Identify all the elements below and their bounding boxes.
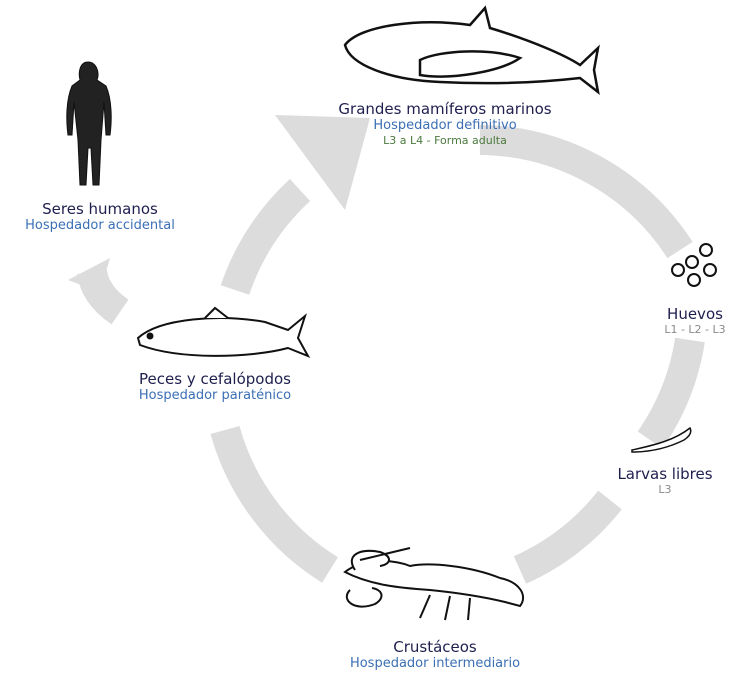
eggs-icon [671,243,717,287]
arc-crustaceans-to-fish [210,425,339,583]
humans-name: Seres humanos [42,200,158,218]
node-larvae: Larvas libres L3 [600,465,730,496]
larva-icon [631,426,692,453]
whale-icon [343,5,600,95]
mammals-name: Grandes mamíferos marinos [338,100,552,118]
fish-role: Hospedador paraténico [138,388,292,403]
node-mammals: Grandes mamíferos marinos Hospedador def… [320,100,570,147]
crustaceans-name: Crustáceos [393,638,477,656]
crustaceans-role: Hospedador intermediario [349,656,521,671]
arc-eggs-to-larvae [637,337,705,449]
larvae-name: Larvas libres [617,465,713,483]
larvae-stage: L3 [658,483,672,496]
arrowhead-to-humans [68,258,110,292]
arc-larvae-to-crustaceans [513,490,622,584]
arrowhead-to-mammals [275,115,370,210]
humans-role: Hospedador accidental [25,218,175,233]
node-fish: Peces y cefalópodos Hospedador paraténic… [110,370,320,404]
fish-icon [136,306,311,358]
human-icon [66,61,112,186]
node-humans: Seres humanos Hospedador accidental [5,200,195,234]
crayfish-icon [343,547,525,621]
cycle-arrows [77,125,705,584]
eggs-name: Huevos [667,305,723,323]
arc-mammals-to-eggs [479,125,693,259]
fish-name: Peces y cefalópodos [139,370,291,388]
mammals-role: Hospedador definitivo [373,118,517,133]
node-eggs: Huevos L1 - L2 - L3 [650,305,740,336]
mammals-stage: L3 a L4 - Forma adulta [383,133,507,147]
node-crustaceans: Crustáceos Hospedador intermediario [320,638,550,672]
eggs-stage: L1 - L2 - L3 [664,323,726,336]
arc-fish-to-mammals [220,178,311,296]
